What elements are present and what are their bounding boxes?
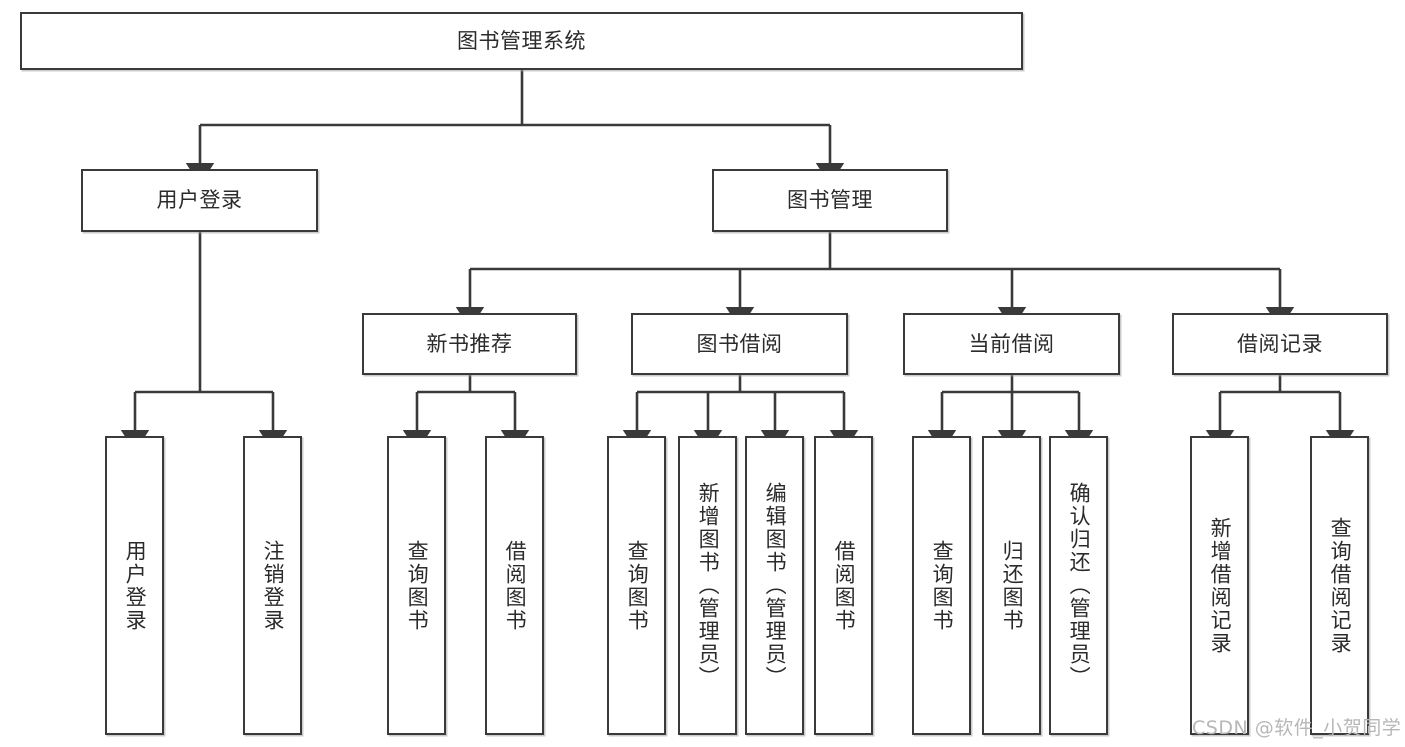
node-current[interactable]: 当前借阅 xyxy=(903,313,1120,375)
node-label: 编辑图书（管理员） xyxy=(763,482,788,689)
node-root[interactable]: 图书管理系统 xyxy=(20,12,1023,70)
node-leaf-login-2[interactable]: 注销登录 xyxy=(243,436,302,735)
node-label: 借阅图书 xyxy=(832,539,857,632)
node-label: 图书借阅 xyxy=(696,331,783,356)
node-leaf-bor-3[interactable]: 编辑图书（管理员） xyxy=(745,436,804,735)
node-bookmgmt[interactable]: 图书管理 xyxy=(712,169,948,232)
node-label: 查询图书 xyxy=(625,539,650,632)
node-leaf-cur-1[interactable]: 查询图书 xyxy=(912,436,971,735)
node-label: 新增图书（管理员） xyxy=(696,482,721,689)
node-leaf-bor-1[interactable]: 查询图书 xyxy=(607,436,666,735)
node-records[interactable]: 借阅记录 xyxy=(1172,313,1388,375)
watermark-text: CSDN @软件_小贺同学 xyxy=(1192,717,1402,739)
node-label: 确认归还（管理员） xyxy=(1067,482,1092,689)
node-label: 新增借阅记录 xyxy=(1208,516,1233,655)
node-label: 借阅图书 xyxy=(503,539,528,632)
node-label: 图书管理系统 xyxy=(457,28,586,53)
node-label: 注销登录 xyxy=(261,539,286,632)
node-label: 新书推荐 xyxy=(426,331,513,356)
node-borrow[interactable]: 图书借阅 xyxy=(631,313,848,375)
node-leaf-cur-3[interactable]: 确认归还（管理员） xyxy=(1049,436,1108,735)
node-leaf-bor-2[interactable]: 新增图书（管理员） xyxy=(678,436,737,735)
node-label: 借阅记录 xyxy=(1237,331,1323,356)
node-leaf-rec-1[interactable]: 新增借阅记录 xyxy=(1190,436,1249,735)
node-label: 用户登录 xyxy=(156,188,243,213)
node-leaf-login-1[interactable]: 用户登录 xyxy=(105,436,164,735)
node-label: 用户登录 xyxy=(123,539,148,632)
node-leaf-bor-4[interactable]: 借阅图书 xyxy=(814,436,873,735)
node-label: 查询图书 xyxy=(405,539,430,632)
node-leaf-rec-2[interactable]: 查询借阅记录 xyxy=(1310,436,1369,735)
node-label: 归还图书 xyxy=(1000,539,1025,632)
node-leaf-new-2[interactable]: 借阅图书 xyxy=(485,436,544,735)
node-label: 查询图书 xyxy=(930,539,955,632)
node-label: 查询借阅记录 xyxy=(1328,516,1353,655)
node-label: 当前借阅 xyxy=(968,331,1055,356)
node-login[interactable]: 用户登录 xyxy=(81,169,318,232)
node-label: 图书管理 xyxy=(787,188,873,213)
node-newbook[interactable]: 新书推荐 xyxy=(362,313,577,375)
node-leaf-new-1[interactable]: 查询图书 xyxy=(387,436,446,735)
node-leaf-cur-2[interactable]: 归还图书 xyxy=(982,436,1041,735)
